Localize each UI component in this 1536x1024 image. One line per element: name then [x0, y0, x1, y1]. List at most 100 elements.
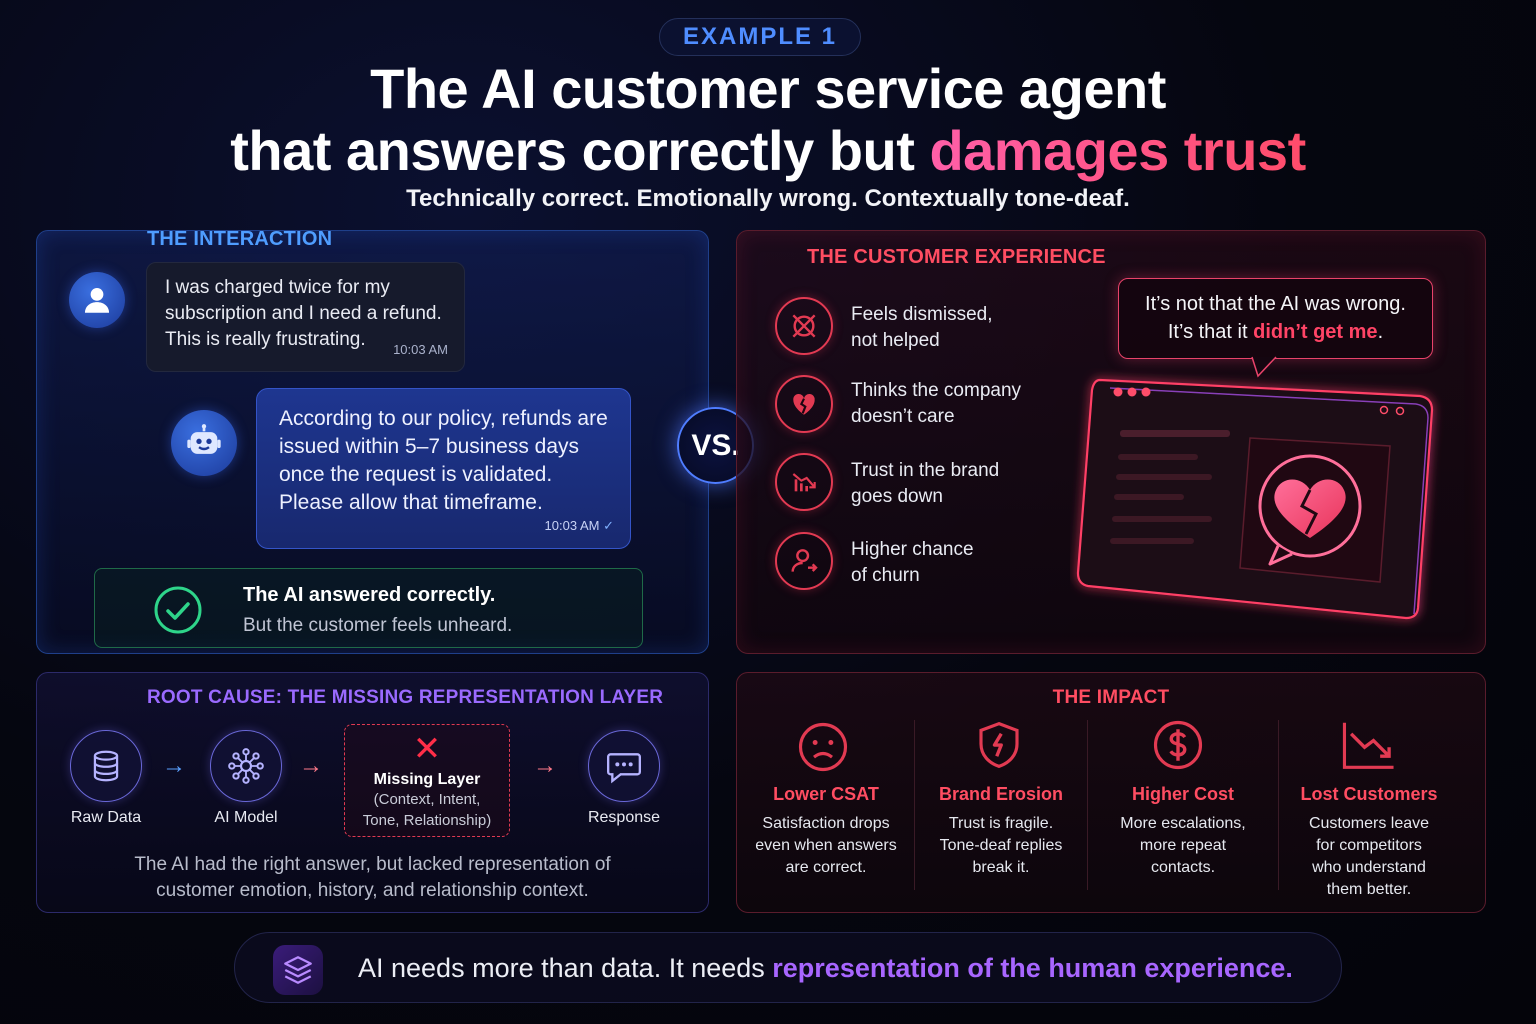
quote-line-2-end: . — [1377, 321, 1384, 343]
user-message-text: I was charged twice for my subscription … — [165, 277, 442, 350]
impact-item-1: Lower CSAT Satisfaction drops even when … — [742, 784, 910, 879]
root-cause-summary-line1: The AI had the right answer, but lacked … — [134, 854, 611, 875]
impact-item-3-line2: more repeat — [1139, 837, 1227, 854]
impact-item-4: Lost Customers Customers leave for compe… — [1282, 784, 1456, 901]
footer-message-highlight: representation of the human experience. — [772, 953, 1293, 983]
interaction-title: THE INTERACTION — [147, 228, 333, 250]
impact-item-4-line3: who understand — [1312, 859, 1426, 876]
impact-divider — [914, 720, 915, 890]
missing-layer-line2: Tone, Relationship) — [362, 812, 492, 829]
database-icon — [93, 750, 119, 782]
user-leave-icon — [791, 549, 818, 572]
impact-item-2: Brand Erosion Trust is fragile. Tone-dea… — [916, 784, 1086, 879]
impact-item-2-line2: Tone-deaf replies — [939, 837, 1063, 854]
layers-icon-tile — [273, 945, 323, 995]
experience-item-icon — [775, 375, 833, 433]
experience-item-3: Trust in the brand goes down — [851, 458, 999, 510]
experience-item-1-line1: Feels dismissed, — [851, 304, 993, 325]
root-cause-title: ROOT CAUSE: THE MISSING REPRESENTATION L… — [147, 687, 664, 708]
page-subtitle: Technically correct. Emotionally wrong. … — [406, 185, 1130, 212]
trend-down-icon — [792, 473, 816, 492]
layers-icon — [284, 956, 312, 984]
impact-item-1-line2: even when answers — [755, 837, 897, 854]
arrow-right-icon: → — [299, 752, 323, 779]
check-circle-icon — [154, 586, 202, 634]
impact-divider — [1087, 720, 1088, 890]
missing-layer-box: ✕ Missing Layer (Context, Intent, Tone, … — [344, 724, 510, 837]
impact-item-1-line1: Satisfaction drops — [762, 815, 890, 832]
impact-item-4-text: Customers leave for competitors who unde… — [1282, 813, 1456, 901]
impact-item-1-text: Satisfaction drops even when answers are… — [742, 813, 910, 879]
chart-down-icon — [1342, 722, 1394, 769]
root-cause-summary: The AI had the right answer, but lacked … — [36, 852, 709, 904]
quote-line-1: It’s not that the AI was wrong. — [1145, 293, 1406, 315]
impact-item-4-line1: Customers leave — [1308, 815, 1430, 832]
experience-item-4: Higher chance of churn — [851, 537, 974, 589]
sad-face-icon — [798, 722, 848, 772]
impact-item-1-line3: are correct. — [785, 859, 867, 876]
root-cause-panel — [36, 672, 709, 913]
dismissed-icon — [792, 314, 816, 338]
user-message-bubble: I was charged twice for my subscription … — [146, 262, 465, 372]
experience-item-1: Feels dismissed, not helped — [851, 302, 993, 354]
verdict-box: The AI answered correctly. But the custo… — [94, 568, 643, 648]
user-avatar — [69, 272, 125, 328]
chat-bubble-icon — [607, 753, 641, 784]
experience-item-3-line2: goes down — [851, 486, 943, 507]
impact-item-3-line3: contacts. — [1150, 859, 1216, 876]
verdict-subtitle: But the customer feels unheard. — [243, 615, 513, 636]
page-title: The AI customer service agent that answe… — [0, 58, 1536, 182]
bot-message-time: 10:03 AM ✓ — [545, 512, 614, 540]
arrow-right-icon: → — [533, 752, 557, 779]
user-icon — [84, 287, 110, 313]
user-message-time: 10:03 AM — [393, 342, 448, 357]
impact-item-2-text: Trust is fragile. Tone-deaf replies brea… — [916, 813, 1086, 879]
dollar-icon — [1153, 720, 1203, 770]
impact-item-4-title: Lost Customers — [1300, 784, 1438, 804]
example-badge: EXAMPLE 1 — [659, 18, 861, 56]
quote-line-2: It’s that it didn’t get me. — [1119, 318, 1432, 346]
footer-banner — [234, 932, 1342, 1003]
experience-item-icon — [775, 532, 833, 590]
shield-bolt-icon — [979, 721, 1019, 769]
response-label: Response — [587, 809, 661, 826]
experience-item-1-line2: not helped — [851, 330, 940, 351]
missing-layer-title: Missing Layer — [373, 771, 481, 788]
experience-item-3-line1: Trust in the brand — [851, 460, 1000, 481]
impact-item-2-line3: break it. — [972, 859, 1030, 876]
title-highlight: damages trust — [929, 119, 1306, 182]
quote-highlight: didn’t get me — [1253, 321, 1378, 343]
experience-item-4-line1: Higher chance — [851, 539, 974, 560]
impact-item-2-title: Brand Erosion — [938, 784, 1063, 804]
bot-message-bubble: According to our policy, refunds are iss… — [256, 388, 631, 549]
bot-message-text: According to our policy, refunds are iss… — [279, 407, 608, 514]
ai-model-node — [210, 730, 282, 802]
raw-data-node — [70, 730, 142, 802]
title-line-2: that answers correctly but damages trust — [0, 120, 1536, 182]
missing-layer-line1: (Context, Intent, — [373, 791, 481, 808]
experience-item-4-line2: of churn — [851, 565, 920, 586]
root-cause-summary-line2: customer emotion, history, and relations… — [156, 880, 589, 901]
experience-item-icon — [775, 297, 833, 355]
network-icon — [228, 748, 264, 784]
impact-item-3-title: Higher Cost — [1131, 784, 1234, 804]
arrow-right-icon: → — [162, 752, 186, 779]
ai-model-label: AI Model — [214, 809, 278, 826]
impact-item-3-text: More escalations, more repeat contacts. — [1090, 813, 1276, 879]
robot-icon — [187, 424, 221, 454]
response-node — [588, 730, 660, 802]
verdict-title: The AI answered correctly. — [243, 584, 496, 606]
experience-item-2: Thinks the company doesn’t care — [851, 378, 1021, 430]
quote-tail-icon — [1251, 356, 1277, 378]
impact-item-3: Higher Cost More escalations, more repea… — [1090, 784, 1276, 879]
broken-heart-icon — [793, 393, 815, 415]
footer-message: AI needs more than data. It needs repres… — [358, 953, 1293, 984]
title-line-1: The AI customer service agent — [370, 57, 1166, 120]
impact-item-4-line4: them better. — [1326, 881, 1412, 898]
bot-time-text: 10:03 AM — [544, 518, 600, 533]
experience-item-2-line1: Thinks the company — [851, 380, 1022, 401]
impact-item-1-title: Lower CSAT — [773, 784, 879, 804]
impact-divider — [1278, 720, 1279, 890]
quote-line-2-a: It’s that it — [1167, 321, 1254, 343]
impact-item-4-line2: for competitors — [1316, 837, 1422, 854]
